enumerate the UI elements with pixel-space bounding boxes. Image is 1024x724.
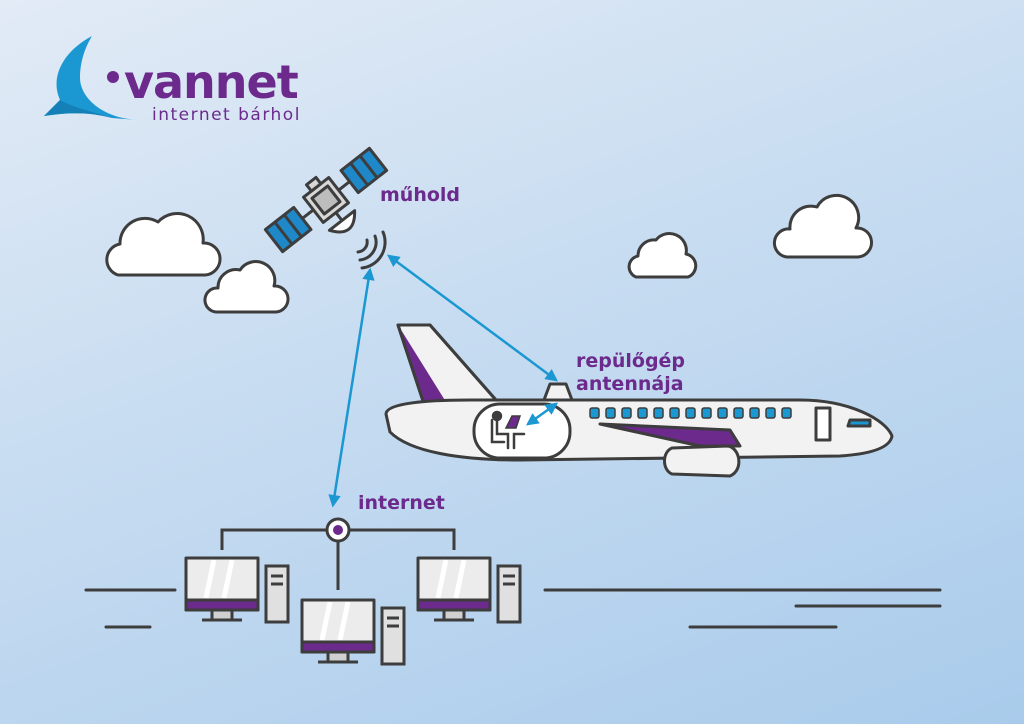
brand-name: vannet	[124, 55, 298, 109]
satellite-to-internet-arrow	[328, 267, 375, 508]
logo-dot	[107, 71, 119, 83]
computer-icon	[300, 598, 376, 664]
passenger-icon	[490, 410, 526, 450]
satellite-icon	[263, 146, 389, 254]
tower-case-icon	[380, 606, 406, 666]
antenna-label-line1: repülőgép	[576, 350, 685, 372]
computer-icon	[416, 556, 492, 622]
tower-case-icon	[264, 564, 290, 624]
brand-tagline: internet bárhol	[152, 105, 301, 125]
satellite-label: műhold	[380, 184, 460, 206]
ground-lines	[84, 588, 942, 629]
cloud-icon	[772, 193, 874, 259]
tower-case-icon	[496, 564, 522, 624]
vannet-logo: vannet internet bárhol	[44, 36, 301, 125]
internet-label: internet	[358, 492, 445, 514]
cabin-windows	[589, 407, 792, 419]
signal-icon	[356, 230, 387, 270]
satellite-to-plane-arrow	[386, 254, 559, 382]
computer-icon	[184, 556, 260, 622]
network-hub-icon	[325, 517, 351, 543]
cloud-icon	[203, 260, 290, 314]
cabin-wifi-arrow	[525, 402, 559, 426]
airplane-icon	[384, 323, 894, 478]
logo-arc-icon	[44, 36, 138, 120]
antenna-label-line2: antennája	[576, 373, 684, 395]
cloud-icon	[105, 212, 222, 277]
laptop-icon	[504, 415, 522, 429]
cloud-icon	[627, 232, 698, 279]
